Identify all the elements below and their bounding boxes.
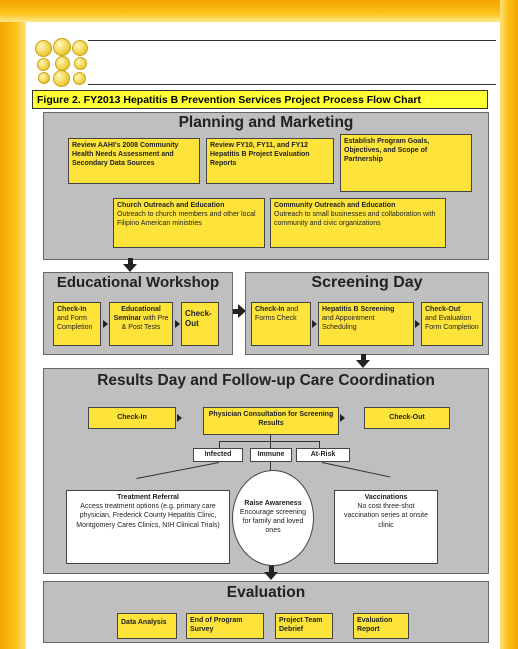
arrow-right [238,304,246,318]
raise-awareness-title: Raise Awareness [244,500,302,507]
treatment-referral-box: Treatment Referral Access treatment opti… [66,490,230,564]
workshop-checkout-box: Check-Out [181,302,219,346]
connector-line [219,441,220,448]
results-checkout-box: Check-Out [364,407,450,429]
results-checkin-box: Check-In [88,407,176,429]
connector-line [270,435,271,441]
raise-awareness-ellipse: Raise Awareness Encourage screening for … [232,470,314,566]
needs-assessment-box: Review AAHI's 2008 Community Health Need… [68,138,200,184]
screening-checkout-text: and Evaluation Form Completion [425,315,479,332]
arrow-down [123,264,137,272]
logo-circle [37,58,50,71]
project-team-debrief-box: Project Team Debrief [275,613,333,639]
logo-circle [74,57,87,70]
immune-label: Immune [250,448,292,462]
arrow-right [103,320,108,328]
logo-circle [38,72,50,84]
screening-checkin-box: Check-In and Forms Check [251,302,311,346]
arrow-right [340,414,345,422]
end-of-program-survey-box: End of Program Survey [186,613,264,639]
workshop-title: Educational Workshop [56,274,220,291]
infected-label: Infected [193,448,243,462]
connector-line [270,462,271,472]
treatment-referral-text: Access treatment options (e.g. primary c… [76,503,220,529]
seminar-title: Educational Seminar [113,306,161,323]
arrow-right [175,320,180,328]
church-outreach-box: Church Outreach and Education Outreach t… [113,198,265,248]
logo-circle [53,70,70,87]
arrow-right [312,320,317,328]
community-outreach-box: Community Outreach and Education Outreac… [270,198,446,248]
hepb-screening-text: and Appointment Scheduling [322,315,375,332]
hepb-screening-box: Hepatitis B Screening and Appointment Sc… [318,302,414,346]
workshop-checkin-text: and Form Completion [57,315,93,332]
screening-checkout-title: Check-Out [425,306,461,313]
vaccinations-text: No cost three-shot vaccination series at… [343,503,429,529]
arrow-right [415,320,420,328]
vaccinations-box: Vaccinations No cost three-shot vaccinat… [334,490,438,564]
left-border [0,0,26,649]
consultation-box: Physician Consultation for Screening Res… [203,407,339,435]
connector-line [219,441,319,442]
arrow-shaft [233,309,239,314]
screening-checkin-and: and [286,306,299,313]
right-border [500,0,518,649]
results-title: Results Day and Follow-up Care Coordinat… [97,372,435,389]
community-outreach-title: Community Outreach and Education [274,202,396,209]
seminar-text: with Pre & Post Tests [121,315,169,332]
logo-circle [72,40,88,56]
figure-title: Figure 2. FY2013 Hepatitis B Prevention … [32,90,488,109]
program-goals-box: Establish Program Goals, Objectives, and… [340,134,472,192]
arrow-down [264,572,278,580]
screening-title: Screening Day [311,274,423,291]
header-rule-bottom [88,84,496,85]
raise-awareness-text: Encourage screening for family and loved… [239,509,307,535]
arrow-shaft [361,354,366,360]
screening-checkin-text: Forms Check [255,315,297,323]
arrow-shaft [269,566,274,572]
logo-circle [53,38,71,56]
header-rule-top [88,40,496,41]
community-outreach-text: Outreach to small businesses and collabo… [274,211,436,228]
church-outreach-title: Church Outreach and Education [117,202,225,209]
vaccinations-title: Vaccinations [364,494,408,501]
treatment-referral-title: Treatment Referral [117,494,179,501]
workshop-checkin-title: Check-In [57,306,87,313]
arrow-shaft [128,258,133,264]
workshop-checkin-box: Check-In and Form Completion [53,302,101,346]
logo-circle [35,40,52,57]
logo-circle [73,72,86,85]
at-risk-label: At-Risk [296,448,350,462]
arrow-right [177,414,182,422]
top-border [0,0,518,22]
connector-line [319,441,320,448]
evaluation-title: Evaluation [226,584,306,601]
arrow-down [356,360,370,368]
evaluation-reports-box: Review FY10, FY11, and FY12 Hepatitis B … [206,138,334,184]
hepb-screening-title: Hepatitis B Screening [322,306,395,313]
screening-checkout-box: Check-Out and Evaluation Form Completion [421,302,483,346]
logo-circle [55,56,70,71]
screening-checkin-title: Check-In [255,306,285,313]
planning-title: Planning and Marketing [178,114,354,131]
data-analysis-box: Data Analysis [117,613,177,639]
evaluation-report-box: Evaluation Report [353,613,409,639]
seminar-box: Educational Seminar with Pre & Post Test… [109,302,173,346]
church-outreach-text: Outreach to church members and other loc… [117,211,256,228]
connector-line [270,441,271,448]
